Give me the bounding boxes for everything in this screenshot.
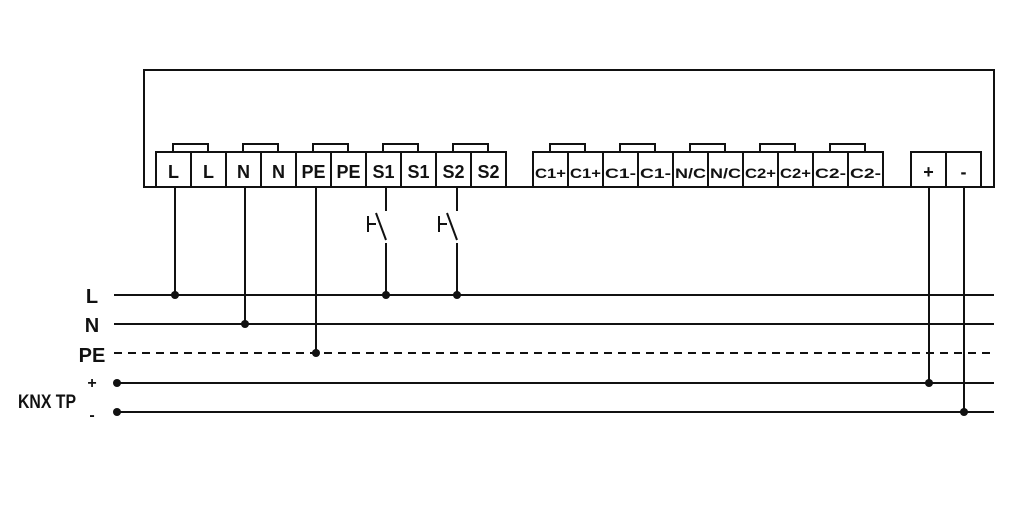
terminal-label: N/C — [675, 165, 706, 181]
terminal-label: C1- — [640, 165, 671, 181]
terminal-bridge — [829, 143, 866, 152]
terminal-label: PE — [336, 162, 360, 182]
terminal-label: N — [237, 162, 250, 182]
label-minus: - — [89, 407, 94, 424]
terminal-bridge — [619, 143, 656, 152]
terminal-label: C2- — [815, 165, 846, 181]
terminal — [470, 151, 507, 188]
terminal-label: S1 — [407, 162, 429, 182]
terminal-label: C1- — [605, 165, 636, 181]
terminal-label: C2+ — [745, 165, 776, 181]
terminal-label: C1+ — [570, 165, 601, 181]
terminal-label: C2+ — [780, 165, 811, 181]
terminal-bridge — [759, 143, 796, 152]
terminal-label: - — [961, 162, 967, 182]
switch-s2 — [438, 187, 458, 295]
terminal-label: S2 — [442, 162, 464, 182]
terminal-bridge — [242, 143, 279, 152]
terminal-bridge — [549, 143, 586, 152]
terminal-label: C2- — [850, 165, 881, 181]
terminal-bridge — [689, 143, 726, 152]
label-knx-tp: KNX TP — [18, 392, 76, 413]
terminal-label: L — [168, 162, 179, 182]
terminal-label: C1+ — [535, 165, 566, 181]
terminal-label: N — [272, 162, 285, 182]
label-n: N — [85, 315, 99, 337]
label-l: L — [86, 286, 98, 308]
label-pe: PE — [79, 345, 106, 367]
switch-s1 — [367, 187, 387, 295]
terminal-label: S1 — [372, 162, 394, 182]
terminal-bridge — [172, 143, 209, 152]
terminal-label: S2 — [477, 162, 499, 182]
terminal-label: PE — [301, 162, 325, 182]
terminal-label: N/C — [710, 165, 741, 181]
terminal-bridge — [312, 143, 349, 152]
terminal-label: + — [923, 162, 934, 182]
junction-dots — [113, 291, 968, 416]
terminal — [847, 151, 884, 188]
terminal-bridge — [382, 143, 419, 152]
terminal-bridge — [452, 143, 489, 152]
terminal-label: L — [203, 162, 214, 182]
label-plus: + — [87, 375, 96, 392]
